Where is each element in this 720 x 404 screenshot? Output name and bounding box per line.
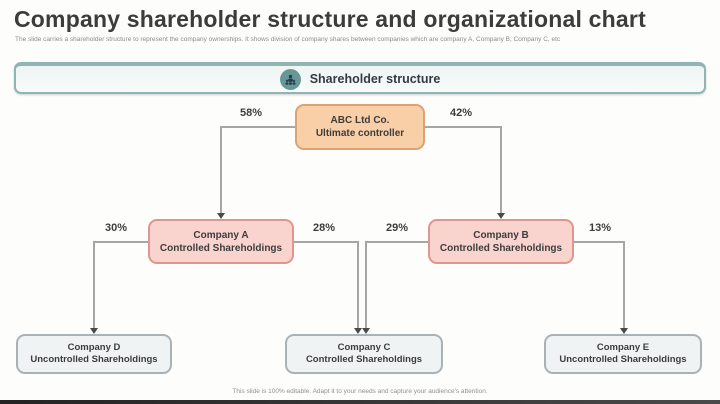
arrowhead-to-company-e [620,328,628,334]
connector-a-c-h [294,241,358,243]
footer-note: This slide is 100% editable. Adapt it to… [232,388,488,395]
node-subtitle: Controlled Shareholdings [159,242,283,254]
connector-abc-a-h [221,126,295,128]
edge-label-29: 29% [386,222,409,234]
node-title: Company A [193,229,249,241]
edge-label-58: 58% [240,107,263,119]
connector-a-d-v [93,241,95,330]
edge-label-13: 13% [589,222,612,234]
arrowhead-a-to-company-c [354,328,362,334]
section-banner: Shareholder structure [14,62,706,94]
connector-b-e-v [623,241,625,330]
node-title: Company B [473,229,529,241]
connector-b-c-h [366,241,428,243]
connector-a-d-h [94,241,148,243]
node-title: ABC Ltd Co. [330,115,390,126]
arrowhead-to-company-d [90,328,98,334]
node-subtitle: Ultimate controller [315,128,405,139]
node-company-b: Company B Controlled Shareholdings [428,219,574,264]
edge-label-42: 42% [450,107,473,119]
connector-b-c-v [365,241,367,330]
slide-subtitle: The slide carries a shareholder structur… [15,36,561,43]
node-company-e: Company E Uncontrolled Shareholdings [544,334,702,374]
connector-abc-b-v [500,126,502,215]
node-subtitle: Controlled Shareholdings [305,354,423,365]
arrowhead-to-company-a [217,213,225,219]
arrowhead-to-company-b [497,213,505,219]
connector-a-c-v [357,241,359,330]
node-title: Company C [337,341,391,353]
node-company-a: Company A Controlled Shareholdings [148,219,294,264]
node-title: Company D [67,341,121,353]
bottom-edge-bar [0,400,720,404]
page-title: Company shareholder structure and organi… [14,6,646,32]
node-subtitle: Uncontrolled Shareholdings [559,354,687,365]
edge-label-30: 30% [105,222,128,234]
banner-label: Shareholder structure [309,72,441,86]
connector-b-e-h [574,241,624,243]
people-group-icon [279,68,301,90]
edge-label-28: 28% [313,222,336,234]
node-company-c: Company C Controlled Shareholdings [285,334,443,374]
connector-abc-b-h [425,126,501,128]
node-title: Company E [596,341,650,353]
node-subtitle: Controlled Shareholdings [439,242,563,254]
arrowhead-b-to-company-c [362,328,370,334]
connector-abc-a-v [220,126,222,215]
node-company-d: Company D Uncontrolled Shareholdings [16,334,172,374]
node-abc-ultimate-controller: ABC Ltd Co. Ultimate controller [295,104,425,150]
node-subtitle: Uncontrolled Shareholdings [30,354,158,365]
